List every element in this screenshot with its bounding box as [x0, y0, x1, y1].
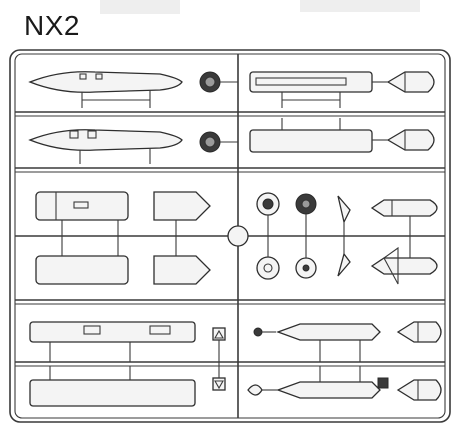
- sprue-gate-circle: [227, 225, 249, 247]
- fuel-tank-part-bottom: [28, 129, 183, 164]
- rocket-bottom: [370, 236, 438, 285]
- launcher-body-bottom: [29, 366, 196, 407]
- tail-fin-top: [396, 321, 442, 343]
- fuel-tank-part-top: [28, 71, 183, 108]
- pod-part-bottom: [249, 118, 373, 153]
- missile-top: [276, 323, 381, 362]
- rocket-pod-body-bottom: [35, 236, 129, 285]
- gear-wheel-top-a: [256, 192, 280, 236]
- rocket-pod-cap-top: [153, 191, 211, 236]
- rocket-pod-cap-bottom: [153, 236, 211, 285]
- small-fin-top: [337, 195, 351, 236]
- background-shadow: [100, 0, 420, 14]
- outer-frame: [9, 49, 451, 423]
- rocket-pod-body-top: [35, 191, 129, 236]
- fin-part-top: [372, 71, 435, 93]
- fin-part-bottom: [372, 129, 435, 151]
- gear-wheel-bottom-b: [295, 236, 317, 279]
- missile-bottom: [276, 366, 389, 399]
- small-fin-bottom: [337, 236, 351, 277]
- wheel-part-bottom: [199, 131, 238, 153]
- gear-wheel-top-b: [295, 193, 317, 236]
- tail-fin-bottom: [396, 379, 442, 401]
- gear-wheel-bottom-a: [256, 236, 280, 280]
- wheel-part-top: [199, 71, 238, 93]
- sprue-label: NX2: [24, 10, 80, 41]
- pod-part-top: [249, 71, 373, 108]
- small-cap-part: [212, 327, 226, 391]
- launcher-body-top: [29, 321, 196, 362]
- small-dot-part: [253, 327, 276, 337]
- fuse-part-bottom: [247, 384, 278, 396]
- rocket-top: [370, 199, 438, 236]
